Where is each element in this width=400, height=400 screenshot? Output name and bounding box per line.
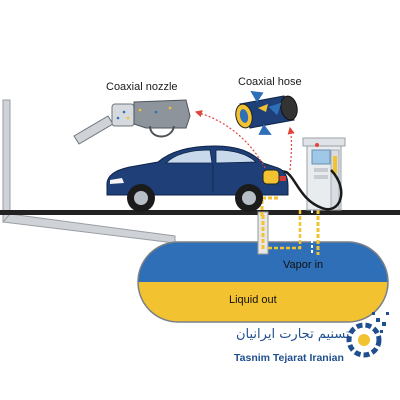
hose-callout-arrow bbox=[287, 126, 295, 171]
coaxial-hose-illustration bbox=[235, 95, 298, 129]
dispenser-hose bbox=[275, 168, 343, 211]
coaxial-hose-label: Coaxial hose bbox=[238, 76, 302, 88]
car bbox=[106, 145, 289, 196]
coaxial-nozzle-label: Coaxial nozzle bbox=[106, 81, 178, 93]
vapor-in-label: Vapor in bbox=[283, 259, 324, 271]
car-front-wheel bbox=[127, 184, 155, 212]
nozzle-callout-arrow bbox=[194, 110, 266, 169]
ground-line bbox=[0, 210, 400, 215]
coaxial-nozzle-illustration bbox=[73, 99, 191, 145]
dispenser-piping bbox=[268, 210, 320, 255]
car-rear-wheel bbox=[235, 184, 263, 212]
tasnim-logo-mark bbox=[346, 312, 389, 358]
liquid-out-label: Liquid out bbox=[229, 294, 277, 306]
brand-name-english: Tasnim Tejarat Iranian bbox=[234, 352, 344, 364]
brand-name-persian: تسنیم تجارت ایرانیان bbox=[236, 327, 350, 342]
hose-flow-arrows bbox=[250, 90, 282, 135]
